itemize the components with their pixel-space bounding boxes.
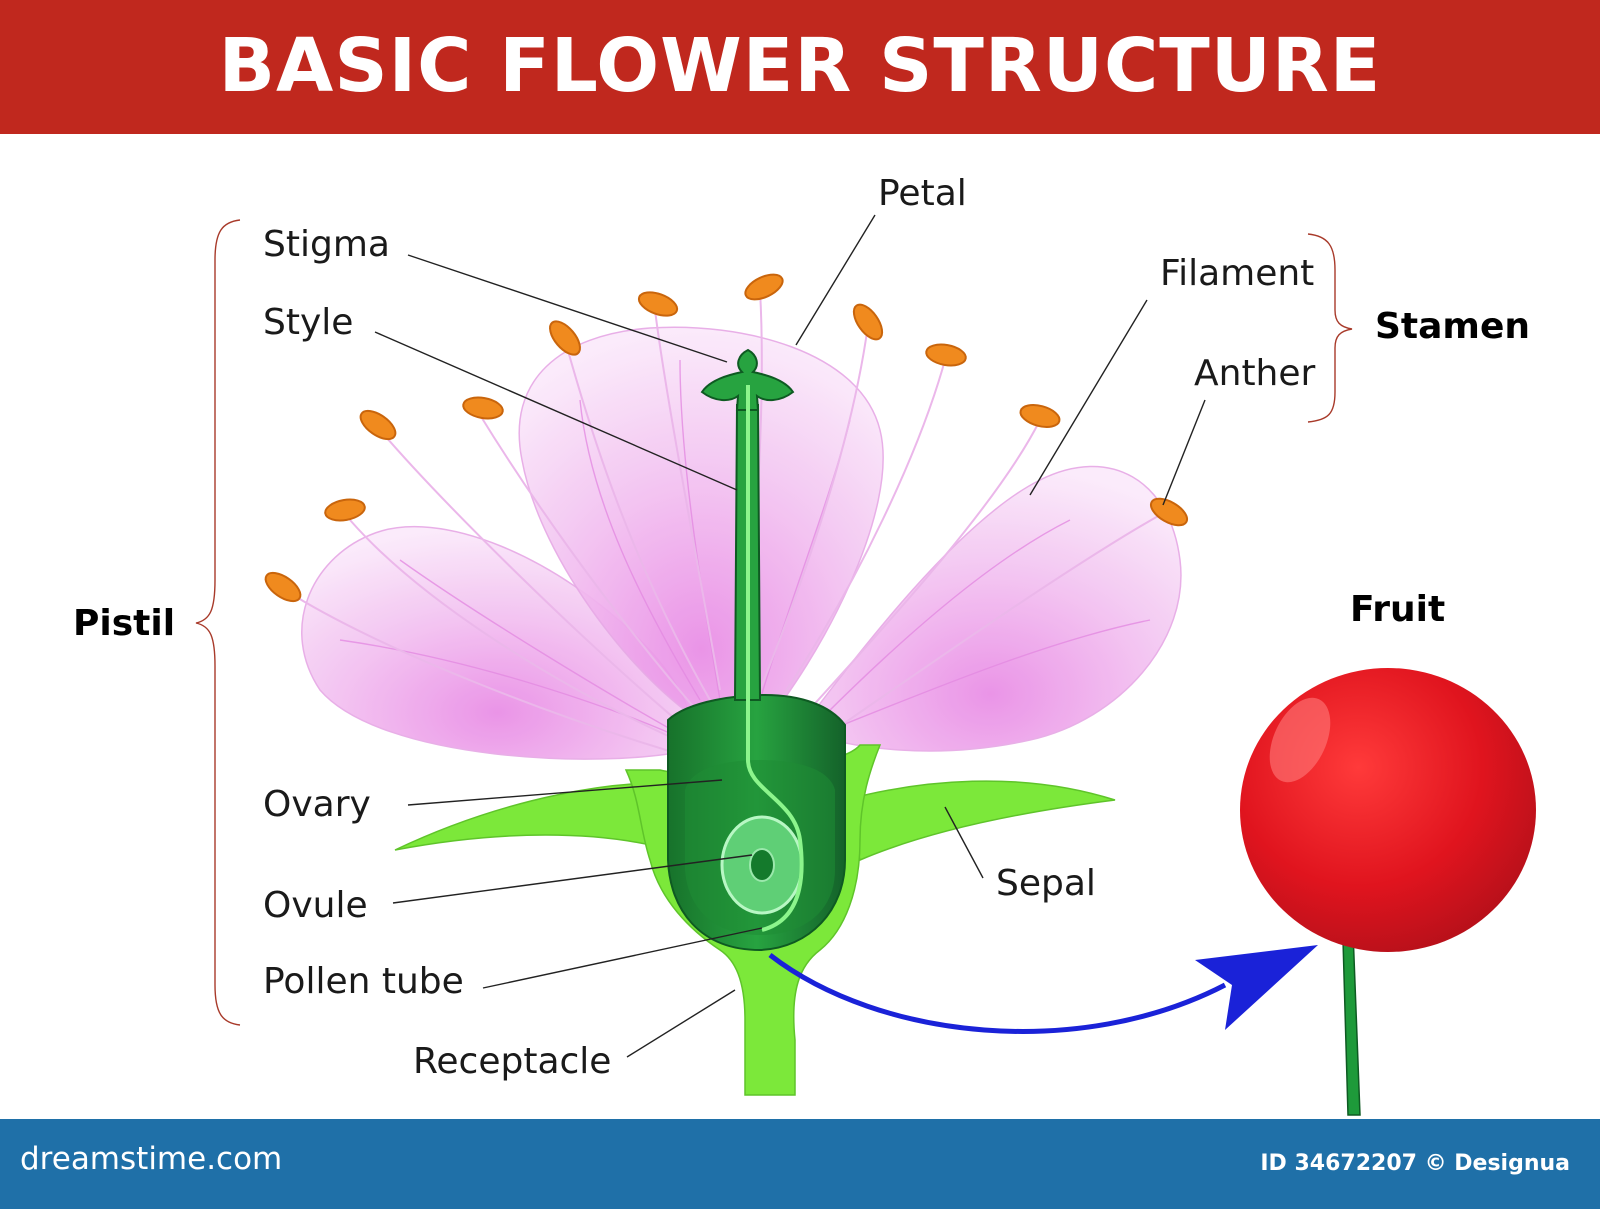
page-title: BASIC FLOWER STRUCTURE: [218, 23, 1382, 109]
title-banner: BASIC FLOWER STRUCTURE: [0, 0, 1600, 134]
anther-7: [744, 273, 784, 301]
filaments: [284, 289, 1161, 761]
label-receptacle: Receptacle: [413, 1041, 611, 1082]
anthers: [264, 273, 1189, 603]
footer-bar: dreamstime.com ID 34672207 © Designua: [0, 1119, 1600, 1209]
stamen-brace: [1307, 233, 1353, 423]
development-arrow: [768, 945, 1318, 1034]
label-stamen: Stamen: [1375, 306, 1530, 347]
fruit-body: [1240, 668, 1536, 952]
anther-8: [852, 303, 884, 341]
anther-6: [637, 291, 679, 317]
label-pistil: Pistil: [73, 603, 175, 644]
image-credit: ID 34672207 © Designua: [1260, 1151, 1570, 1176]
leader-lines: [374, 214, 1206, 1058]
leader-style: [374, 331, 738, 491]
ovary: [667, 693, 846, 952]
ovule-nucleus: [749, 848, 775, 882]
leader-pollen-tube: [482, 927, 763, 989]
leader-ovule: [392, 854, 753, 904]
pollen-tube: [746, 385, 804, 932]
label-filament: Filament: [1160, 253, 1314, 294]
leader-stigma: [407, 254, 728, 363]
leader-sepal: [944, 806, 984, 879]
label-petal: Petal: [878, 173, 967, 214]
fruit-drawing: [1240, 668, 1536, 1116]
sepal-left: [394, 782, 702, 851]
anther-1: [264, 571, 302, 603]
site-watermark: dreamstime.com: [20, 1141, 283, 1177]
label-stigma: Stigma: [263, 224, 390, 265]
arrowhead: [1195, 945, 1318, 1030]
anther-3: [359, 409, 397, 441]
anther-10: [1019, 404, 1061, 428]
anther-2: [324, 498, 366, 522]
sepal-right: [844, 780, 1116, 862]
label-anther: Anther: [1194, 353, 1316, 394]
leader-anther: [1162, 399, 1206, 506]
pistil-brace: [195, 219, 241, 1026]
anther-11: [1149, 497, 1189, 527]
fruit-highlight: [1269, 697, 1331, 783]
label-ovule: Ovule: [263, 885, 368, 926]
label-pollen-tube: Pollen tube: [263, 961, 464, 1002]
leader-receptacle: [626, 989, 736, 1058]
leader-petal: [795, 214, 876, 346]
label-style: Style: [263, 302, 353, 343]
pistil-column: [700, 348, 804, 932]
anther-9: [925, 343, 967, 367]
anther-5: [549, 320, 581, 356]
label-ovary: Ovary: [263, 784, 371, 825]
leader-filament: [1029, 299, 1148, 496]
leader-ovary: [407, 779, 723, 806]
anther-4: [462, 396, 504, 420]
label-sepal: Sepal: [996, 863, 1096, 904]
label-fruit: Fruit: [1350, 589, 1445, 630]
